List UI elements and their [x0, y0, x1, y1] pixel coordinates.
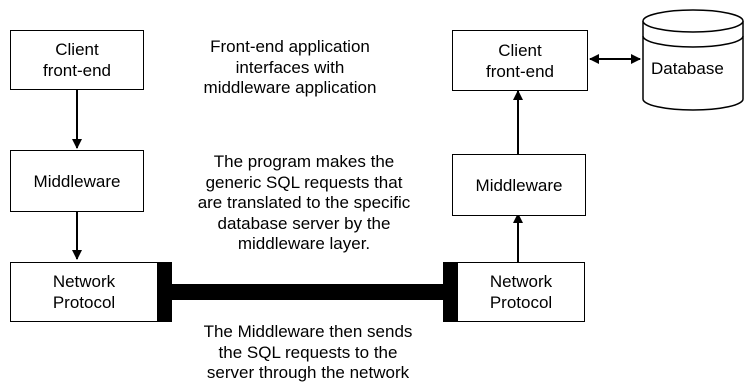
left-network-protocol-box: Network Protocol [10, 262, 158, 322]
left-middleware-box: Middleware [10, 150, 144, 212]
right-network-plug [443, 262, 458, 322]
annotation-program: The program makes the generic SQL reques… [197, 152, 411, 253]
right-middleware-box: Middleware [452, 154, 586, 216]
network-connection-bar [170, 284, 446, 300]
annotation-frontend: Front-end application interfaces with mi… [203, 37, 377, 97]
database-label: Database [651, 59, 724, 78]
annotation-network: The Middleware then sends the SQL reques… [203, 322, 413, 382]
database-cylinder-icon [642, 9, 744, 111]
left-network-plug [157, 262, 172, 322]
right-network-protocol-box: Network Protocol [457, 262, 585, 322]
right-client-frontend-box: Client front-end [452, 30, 588, 91]
left-client-frontend-box: Client front-end [10, 30, 144, 90]
